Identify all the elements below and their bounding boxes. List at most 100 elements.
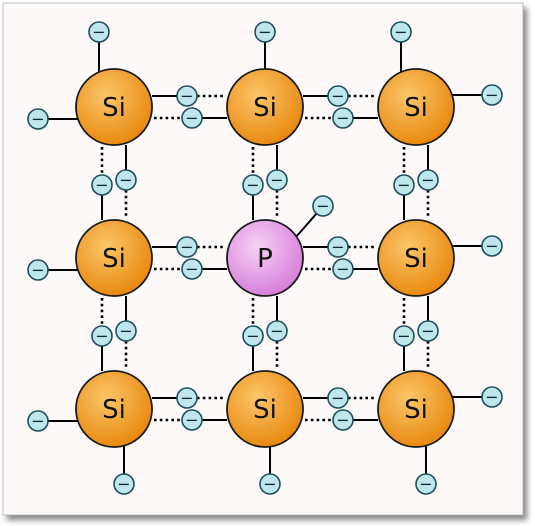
electron: − [27, 410, 49, 432]
electron-sign: − [421, 322, 434, 341]
electron: − [417, 320, 439, 342]
electron: − [327, 85, 349, 107]
electron: − [115, 169, 137, 191]
atom-circle [226, 370, 304, 448]
electron-sign: − [180, 238, 193, 257]
electron-sign: − [119, 322, 132, 341]
electron: − [27, 108, 49, 130]
electron: − [259, 473, 281, 495]
electron: − [242, 174, 264, 196]
electron: − [88, 21, 110, 43]
electron-sign: − [336, 411, 349, 430]
electron-sign: − [246, 176, 259, 195]
silicon-atom: Si [226, 68, 304, 146]
electron-sign: − [331, 87, 344, 106]
electron: − [415, 473, 437, 495]
atom-circle [75, 219, 153, 297]
electron: − [176, 236, 198, 258]
atom-label: Si [102, 395, 126, 425]
electron: − [481, 84, 503, 106]
electron-sign: − [258, 23, 271, 42]
electron: − [181, 409, 203, 431]
electron: − [113, 473, 135, 495]
electron: − [254, 21, 276, 43]
electron: − [176, 85, 198, 107]
atom-circle [377, 370, 455, 448]
electron-sign: − [394, 23, 407, 42]
electron: − [181, 258, 203, 280]
electron: − [266, 320, 288, 342]
electron-sign: − [263, 475, 276, 494]
electron-sign: − [31, 261, 44, 280]
silicon-atom: Si [377, 370, 455, 448]
electron-sign: − [485, 388, 498, 407]
silicon-atom: Si [75, 219, 153, 297]
electron: − [417, 169, 439, 191]
electron-sign: − [117, 475, 130, 494]
atom-circle [226, 68, 304, 146]
electron: − [312, 195, 334, 217]
atom-circle [75, 68, 153, 146]
electron: − [176, 387, 198, 409]
electron-sign: − [185, 109, 198, 128]
atom-circle [377, 68, 455, 146]
electron-sign: − [270, 322, 283, 341]
electron-sign: − [246, 327, 259, 346]
electron-sign: − [185, 260, 198, 279]
electron-sign: − [95, 327, 108, 346]
electron-sign: − [180, 389, 193, 408]
electron: − [393, 325, 415, 347]
electron-sign: − [336, 109, 349, 128]
atom-label: Si [102, 93, 126, 123]
electron: − [91, 325, 113, 347]
silicon-atom: Si [75, 68, 153, 146]
electron-layer: −−−−−−−−−−−−−−−−−−−−−−−−−−−−−−−−−−−−− [27, 21, 503, 495]
electron-sign: − [485, 237, 498, 256]
electron: − [332, 107, 354, 129]
electron-sign: − [95, 176, 108, 195]
atom-label: Si [404, 395, 428, 425]
atom-label: Si [102, 244, 126, 274]
electron-sign: − [185, 411, 198, 430]
electron: − [242, 325, 264, 347]
silicon-atom: Si [226, 370, 304, 448]
electron: − [266, 169, 288, 191]
electron-sign: − [331, 389, 344, 408]
electron-sign: − [397, 327, 410, 346]
electron-sign: − [180, 87, 193, 106]
atom-label: P [257, 244, 273, 274]
electron: − [91, 174, 113, 196]
atom-label: Si [253, 93, 277, 123]
silicon-atom: Si [377, 219, 455, 297]
electron: − [27, 259, 49, 281]
atom-circle [226, 219, 304, 297]
electron: − [327, 236, 349, 258]
atom-circle [377, 219, 455, 297]
atom-circle [75, 370, 153, 448]
electron: − [181, 107, 203, 129]
atom-label: Si [404, 244, 428, 274]
electron: − [332, 409, 354, 431]
electron: − [332, 258, 354, 280]
electron-sign: − [485, 86, 498, 105]
electron-sign: − [421, 171, 434, 190]
electron-sign: − [31, 412, 44, 431]
electron: − [327, 387, 349, 409]
electron: − [115, 320, 137, 342]
electron-sign: − [270, 171, 283, 190]
silicon-atom: Si [75, 370, 153, 448]
silicon-atom: Si [377, 68, 455, 146]
electron: − [393, 174, 415, 196]
electron-sign: − [331, 238, 344, 257]
electron: − [481, 235, 503, 257]
electron-sign: − [419, 475, 432, 494]
electron-sign: − [119, 171, 132, 190]
electron-sign: − [31, 110, 44, 129]
atom-label: Si [253, 395, 277, 425]
electron: − [481, 386, 503, 408]
electron-sign: − [316, 197, 329, 216]
electron-sign: − [397, 176, 410, 195]
electron-sign: − [336, 260, 349, 279]
